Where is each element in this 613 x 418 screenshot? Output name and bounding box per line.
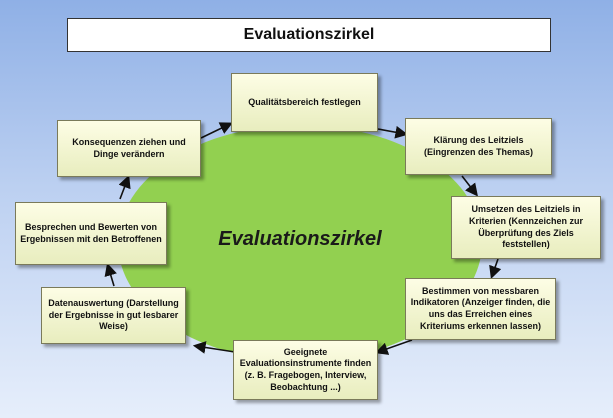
step-kriterien: Umsetzen des Leitziels in Kriterien (Ken… bbox=[451, 196, 601, 259]
step-besprechen: Besprechen und Bewerten von Ergebnissen … bbox=[15, 202, 167, 265]
arrow-s1-s2 bbox=[377, 125, 409, 139]
step-datenauswertung: Datenauswertung (Darstellung der Ergebni… bbox=[41, 287, 186, 344]
center-ellipse bbox=[118, 125, 482, 361]
arrow-s5-s6 bbox=[192, 341, 236, 354]
arrow-s3-s4 bbox=[489, 258, 502, 280]
arrow-s2-s3 bbox=[461, 175, 478, 197]
step-indikatoren: Bestimmen von messbaren Indikatoren (Anz… bbox=[405, 278, 556, 340]
step-konsequenzen: Konsequenzen ziehen und Dinge verändern bbox=[57, 120, 201, 177]
arrow-s4-s5 bbox=[374, 339, 413, 355]
step-leitziel-klaerung: Klärung des Leitziels (Eingrenzen des Th… bbox=[405, 118, 552, 175]
step-instrumente: Geeignete Evaluationsinstrumente finden … bbox=[233, 340, 378, 400]
diagram-title: Evaluationszirkel bbox=[67, 18, 551, 52]
center-label: Evaluationszirkel bbox=[218, 228, 382, 250]
step-qualitaetsbereich: Qualitätsbereich festlegen bbox=[231, 73, 378, 132]
arrow-s6-s7 bbox=[104, 262, 117, 287]
arrow-s7-s8 bbox=[118, 175, 131, 200]
arrow-s8-s1 bbox=[200, 122, 233, 139]
